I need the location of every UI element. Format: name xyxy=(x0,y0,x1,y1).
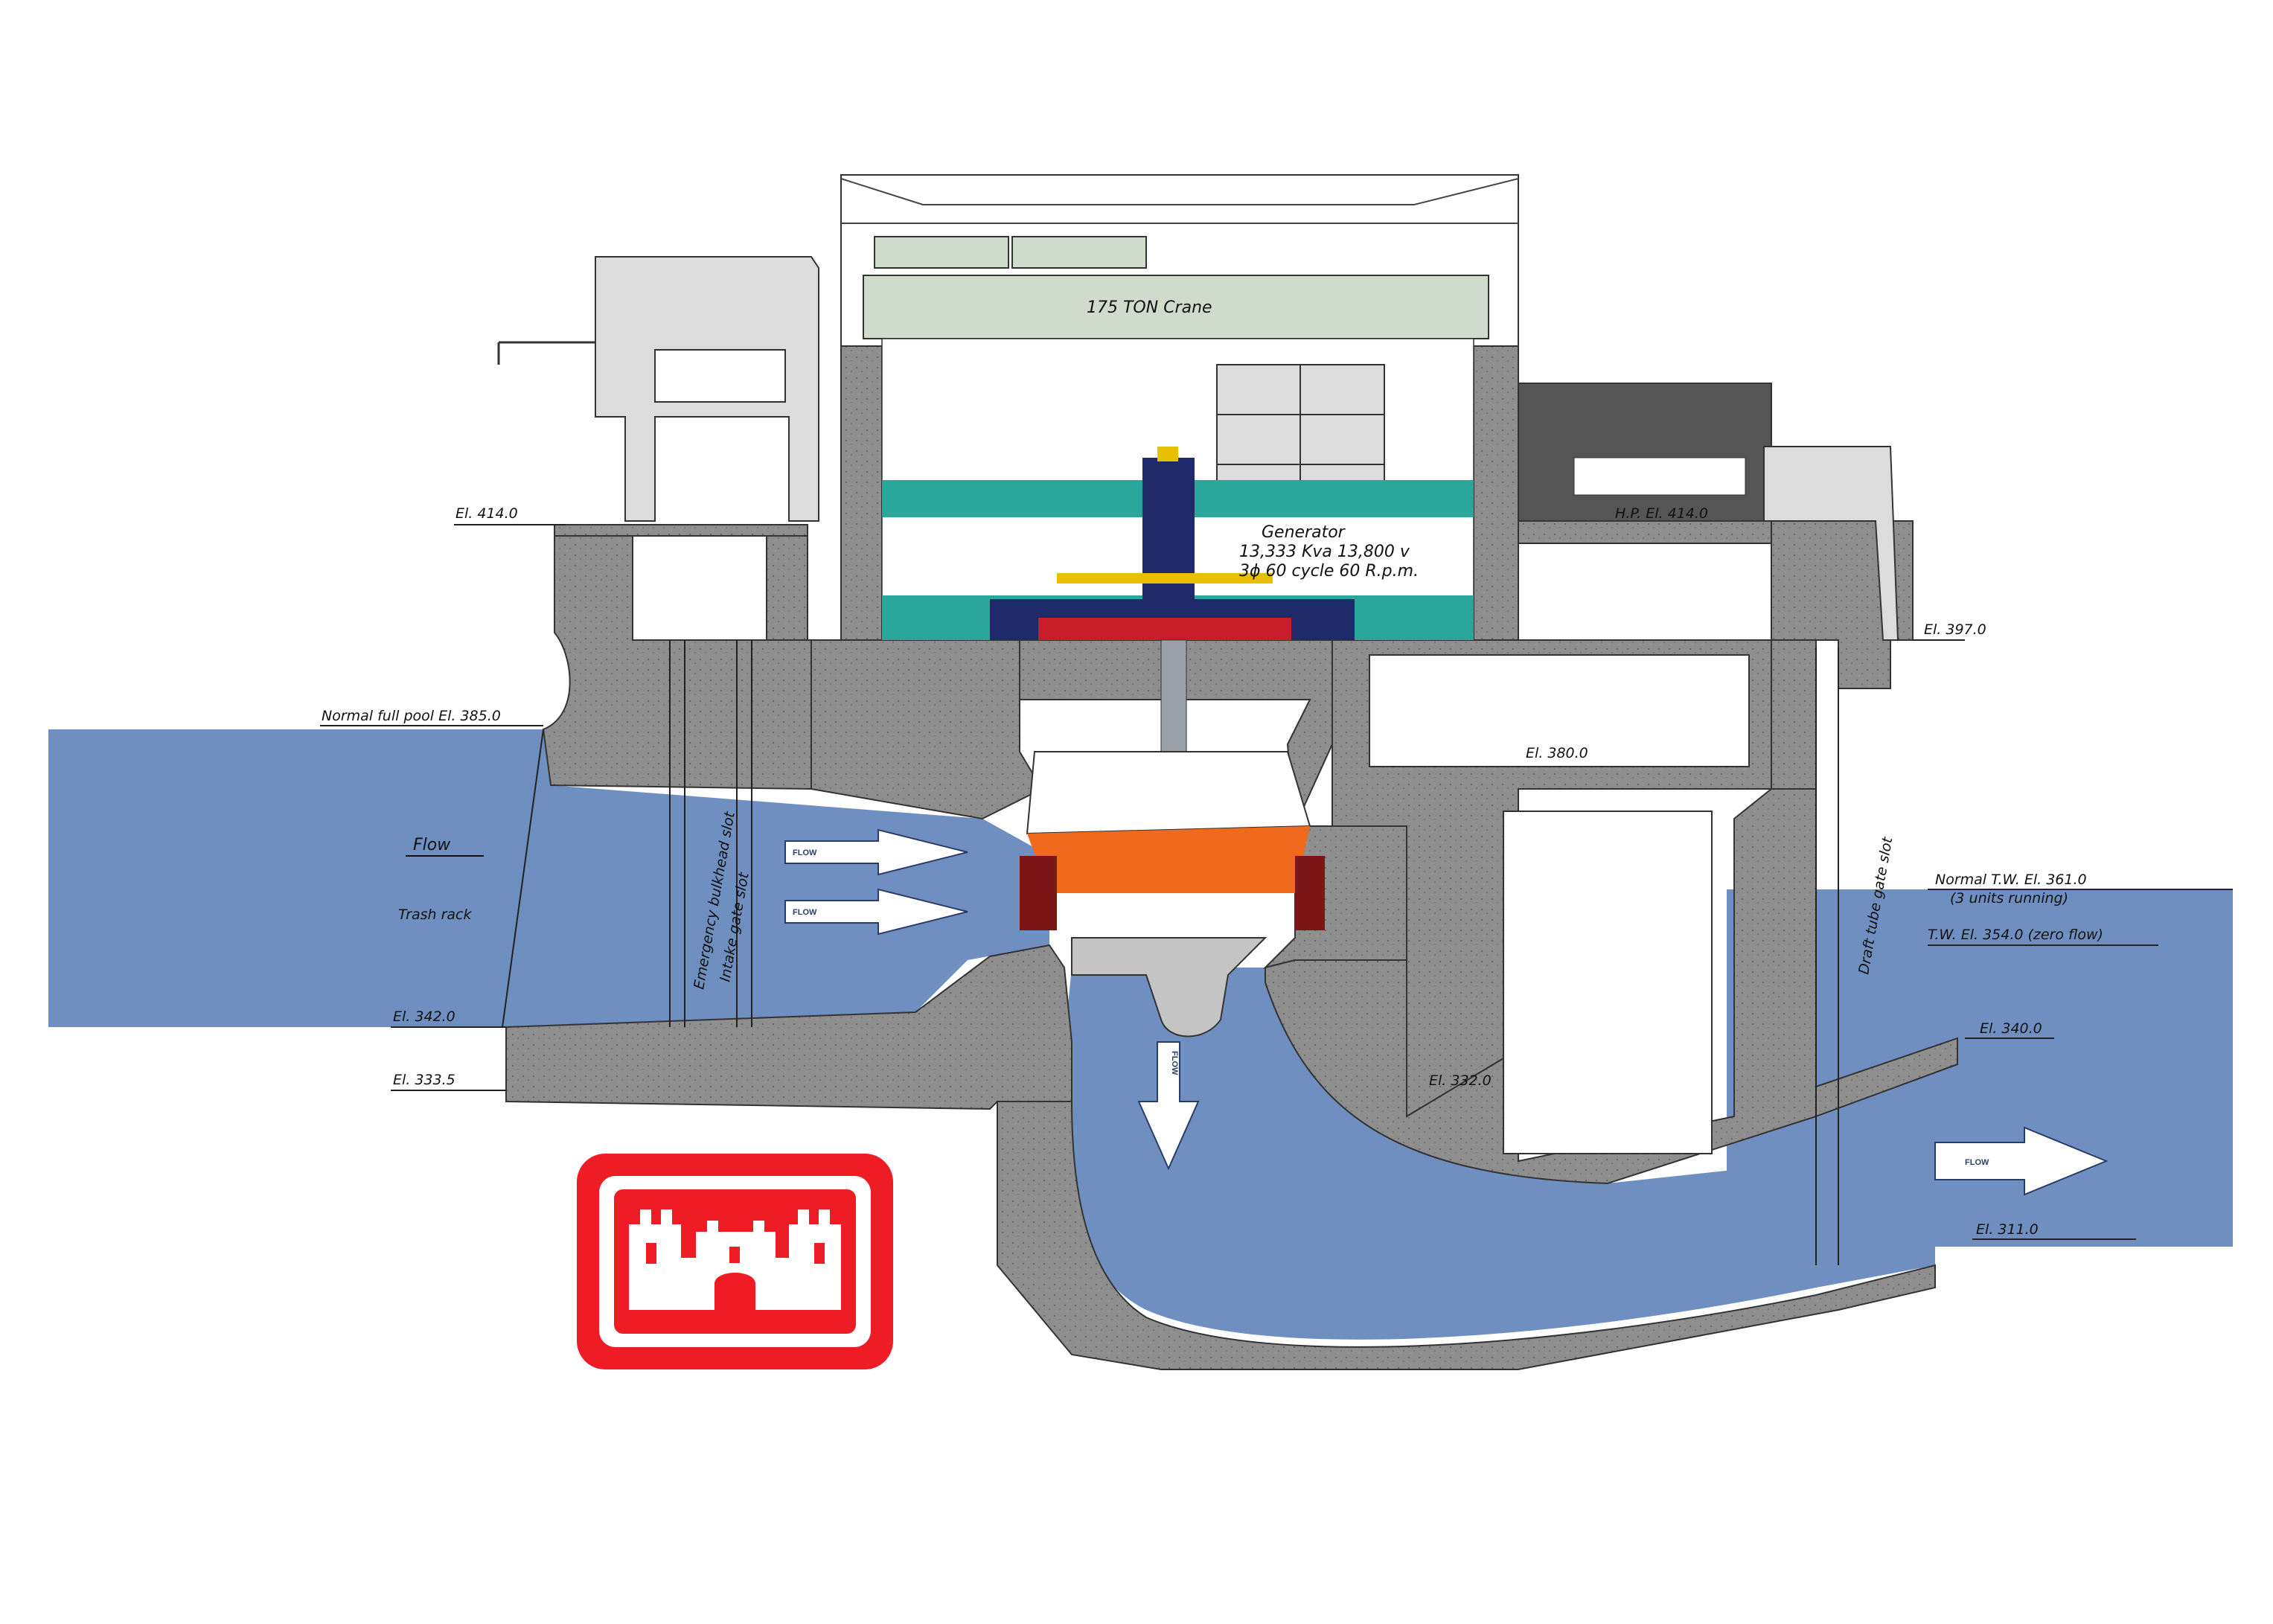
label-flow-draft: FLOW xyxy=(1170,1051,1179,1075)
control-room xyxy=(1369,654,1750,767)
detail-lines xyxy=(320,524,2233,1265)
intake-deck xyxy=(554,524,808,537)
crane-girder xyxy=(863,275,1489,339)
label-crane: 175 TON Crane xyxy=(1087,298,1212,317)
label-generator-title: Generator xyxy=(1262,523,1346,542)
hp-room xyxy=(1518,383,1772,522)
flow-arrow-1 xyxy=(784,828,968,876)
label-tw-zero-flow: T.W. El. 354.0 (zero flow) xyxy=(1928,927,2103,943)
flow-arrow-tail xyxy=(1934,1126,2109,1196)
powerhouse-right-wall xyxy=(1473,342,1519,641)
tail-gantry-crane xyxy=(1763,446,1899,641)
turbine-runner xyxy=(1071,937,1267,1038)
gantry-boom xyxy=(497,341,595,365)
exciter-top xyxy=(1157,447,1178,461)
label-generator-line2: 3ϕ 60 cycle 60 R.p.m. xyxy=(1239,562,1419,581)
label-normal-tw-1: Normal T.W. El. 361.0 xyxy=(1935,872,2087,888)
label-el-340: El. 340.0 xyxy=(1980,1020,2042,1037)
label-el-380: El. 380.0 xyxy=(1526,745,1588,761)
flow-arrow-2 xyxy=(784,888,968,936)
label-flow-arrow-2: FLOW xyxy=(793,908,817,917)
label-generator-line1: 13,333 Kva 13,800 v xyxy=(1239,543,1410,561)
stay-vane-right xyxy=(1295,856,1325,930)
roof-truss xyxy=(840,178,1519,224)
label-normal-tw-2: (3 units running) xyxy=(1950,890,2068,907)
label-trash-rack: Trash rack xyxy=(398,907,472,923)
label-hp-el: H.P. El. 414.0 xyxy=(1615,505,1708,522)
central-mass xyxy=(811,639,1043,820)
label-flow-tail: FLOW xyxy=(1965,1158,1989,1167)
tail-pier xyxy=(1771,639,1817,790)
draft-tube xyxy=(1064,968,1935,1340)
foundation xyxy=(997,1101,1936,1370)
crane-trolley-1 xyxy=(874,236,1009,269)
label-el-397: El. 397.0 xyxy=(1924,621,1986,638)
tail-void xyxy=(1503,811,1713,1154)
label-flow-arrow-1: FLOW xyxy=(793,848,817,857)
hp-window xyxy=(1573,457,1746,496)
label-el-332: El. 332.0 xyxy=(1429,1072,1492,1089)
label-el-342: El. 342.0 xyxy=(393,1008,455,1025)
turbine-pit xyxy=(1026,751,1311,835)
flow-arrows xyxy=(406,828,2109,1196)
trash-rack-line xyxy=(502,729,544,1028)
label-el-311: El. 311.0 xyxy=(1976,1221,2039,1238)
label-el-333-5: El. 333.5 xyxy=(393,1072,455,1088)
label-normal-full-pool: Normal full pool El. 385.0 xyxy=(322,708,501,724)
platform xyxy=(1057,573,1273,584)
usace-castle-logo xyxy=(577,1154,893,1369)
intake-floor xyxy=(505,944,1072,1110)
crane-trolley-2 xyxy=(1011,236,1147,269)
generator-rotor xyxy=(1038,618,1291,640)
flow-arrow-draft xyxy=(1137,1041,1200,1171)
draft-tube-pier xyxy=(1265,788,1817,1185)
label-el-414: El. 414.0 xyxy=(455,505,518,522)
label-flow-upstream: Flow xyxy=(413,836,451,854)
intake-pier xyxy=(766,535,808,641)
stay-vane-left xyxy=(1020,856,1057,930)
building xyxy=(497,174,1899,1154)
wicket-gates xyxy=(1027,826,1310,893)
hp-room-wall xyxy=(1518,520,1772,544)
powerhouse-left-wall xyxy=(840,345,883,641)
headwater xyxy=(48,729,554,1027)
gantry-window xyxy=(654,349,786,403)
